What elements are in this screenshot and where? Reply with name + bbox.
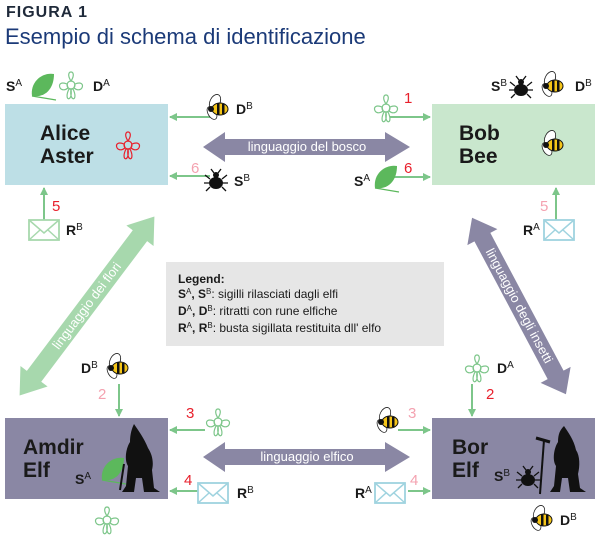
amdir-name: Amdir Elf (23, 436, 84, 482)
bob-name-line2: Bee (459, 145, 498, 168)
bee-icon (539, 128, 564, 158)
gnome-elf-icon (119, 424, 160, 492)
amdir-elf-box: Amdir Elf SA (5, 418, 168, 499)
flower-icon (94, 506, 120, 535)
flower-icon (464, 354, 490, 383)
alice-return-label: RB (66, 222, 83, 238)
amdir-name-line2: Elf (23, 459, 50, 482)
bee-icon (374, 405, 399, 435)
bor-seal-label: SB (494, 468, 511, 484)
alice-seal-label: SA (6, 78, 23, 94)
legend: Legend: SA, SB: sigilli rilasciati dagli… (166, 262, 444, 346)
envelope-icon (28, 219, 60, 241)
channel-label-bottom: linguaggio elfico (260, 449, 353, 464)
alice-in-portrait-label: DB (236, 101, 253, 117)
step-number: 3 (408, 405, 417, 422)
envelope-icon (197, 482, 229, 504)
legend-row: SA, SB: sigilli rilasciati dagli elfi (178, 287, 339, 301)
channel-label-right: linguaggio degli insetti (483, 246, 556, 366)
bor-name: Bor Elf (452, 436, 488, 482)
step-number: 6 (404, 160, 413, 177)
bob-in-seal-label: SA (354, 173, 371, 189)
red-flower-icon (115, 131, 141, 160)
amdir-seal-label: SA (75, 471, 92, 487)
bee-icon (528, 503, 553, 533)
beetle-icon (508, 75, 534, 99)
bor-in-portrait-label: DA (497, 360, 514, 376)
bob-bee-box: Bob Bee (432, 104, 595, 185)
legend-title: Legend: (178, 272, 225, 286)
channel-arrow-top (203, 132, 410, 162)
leaf-icon (31, 73, 57, 101)
channel-label-top: linguaggio del bosco (248, 139, 367, 154)
step-number: 5 (540, 198, 549, 215)
bor-portrait-label: DB (560, 512, 577, 528)
legend-row: RA, RB: busta sigillata restituita dll' … (178, 321, 382, 335)
alice-portrait-label: DA (93, 78, 110, 94)
gnome-elf-rake-icon (535, 426, 586, 495)
legend-row: DA, DB: ritratti con rune elfiche (178, 304, 338, 318)
step-number: 4 (410, 472, 419, 489)
amdir-name-line1: Amdir (23, 436, 84, 459)
alice-name: Alice Aster (40, 122, 94, 168)
alice-name-line1: Alice (40, 122, 91, 145)
bob-return-label: RA (523, 222, 540, 238)
envelope-icon (543, 219, 575, 241)
bor-name-line2: Elf (452, 459, 479, 482)
bob-portrait-label: DB (575, 78, 592, 94)
step-number: 4 (184, 472, 193, 489)
amdir-in-portrait-label: DB (81, 360, 98, 376)
leaf-icon (374, 165, 400, 193)
beetle-icon (203, 168, 229, 192)
channel-label-left: linguaggio dei flori (49, 259, 124, 352)
flower-icon (58, 71, 84, 100)
bob-name-line1: Bob (459, 122, 500, 145)
bob-name: Bob Bee (459, 122, 500, 168)
flower-icon (205, 408, 231, 437)
beetle-icon (515, 465, 541, 489)
bob-seal-label: SB (491, 78, 508, 94)
alice-name-line2: Aster (40, 145, 94, 168)
step-number: 2 (98, 386, 107, 403)
step-number: 6 (191, 160, 200, 177)
step-number: 5 (52, 198, 61, 215)
amdir-return-label: RB (237, 485, 254, 501)
step-number: 3 (186, 405, 195, 422)
bee-icon (104, 351, 129, 381)
step-number: 2 (486, 386, 495, 403)
alice-aster-box: Alice Aster (5, 104, 168, 185)
figure-label: FIGURA 1 (6, 4, 89, 21)
bor-return-label: RA (355, 485, 372, 501)
figure-title: Esempio di schema di identificazione (5, 24, 366, 49)
step-number: 1 (404, 90, 413, 107)
channel-arrow-bottom (203, 442, 410, 472)
bee-icon (539, 69, 564, 99)
envelope-icon (374, 482, 406, 504)
bor-name-line1: Bor (452, 436, 489, 459)
alice-in-seal-label: SB (234, 173, 251, 189)
